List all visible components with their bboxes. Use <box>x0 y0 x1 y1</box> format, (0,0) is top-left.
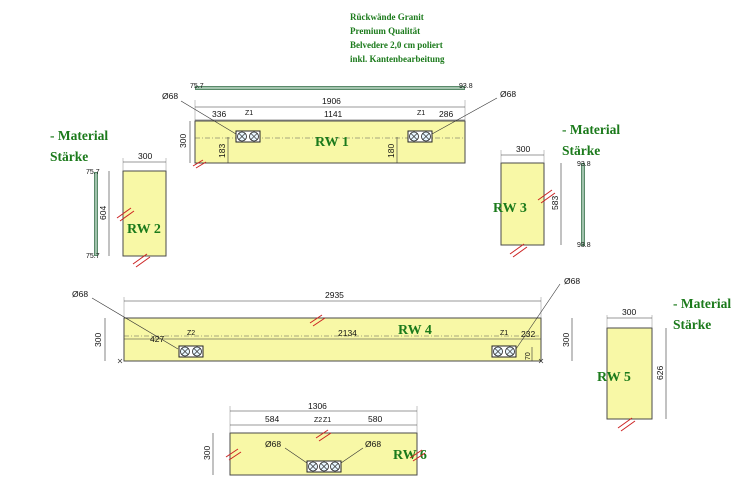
panel-rw5-label: RW 5 <box>597 370 631 385</box>
panel-rw1-left-hole: Ø68 <box>162 91 178 101</box>
panel-rw1-right-tag: Z1 <box>417 110 425 117</box>
panel-rw6-left-offset: 584 <box>265 414 279 424</box>
panel-rw3-hatch-bottom <box>509 243 528 258</box>
header-line-3: Belvedere 2,0 cm poliert <box>350 40 443 50</box>
panel-rw5: RW 5 300 626 <box>597 307 667 432</box>
panel-rw1-right-offset: 286 <box>439 109 453 119</box>
panel-rw4-height: 300 <box>93 333 103 347</box>
header-line-2: Premium Qualität <box>350 26 420 36</box>
edge-strip-left-bottom-value: 75.7 <box>86 253 100 260</box>
header-block: Rückwände Granit Premium Qualität Belved… <box>350 12 445 64</box>
panel-rw5-hatch <box>617 417 636 432</box>
header-line-4: inkl. Kantenbearbeitung <box>350 54 445 64</box>
panel-rw1-left-offset: 336 <box>212 109 226 119</box>
panel-rw6-socket <box>306 460 342 473</box>
edge-strip-left: 75.7 75.7 <box>86 169 100 260</box>
panel-rw6-hatch-right <box>409 449 426 462</box>
panel-rw5-body <box>606 327 653 420</box>
panel-rw2-height: 604 <box>98 206 108 220</box>
panel-rw6-tag-b: Z1 <box>323 417 331 424</box>
panel-rw3: RW 3 300 583 <box>493 144 562 258</box>
panel-rw3-width: 300 <box>516 144 530 154</box>
panel-rw4: RW 4 2935 427 2134 232 Z2 Z1 300 300 70 <box>72 276 580 364</box>
material-label-right-line2: Stärke <box>673 317 711 332</box>
panel-rw3-hatch-right <box>537 189 556 204</box>
material-label-left-line2: Stärke <box>50 149 88 164</box>
edge-strip-right-top-value: 93.8 <box>577 161 591 168</box>
panel-rw4-hatch <box>309 314 326 327</box>
edge-strip-right-bottom-value: 93.8 <box>577 242 591 249</box>
panel-rw3-label: RW 3 <box>493 201 527 216</box>
panel-rw6-right-offset: 580 <box>368 414 382 424</box>
panel-rw6-tag-a: Z2 <box>314 417 322 424</box>
edge-strip-right: 93.8 93.8 <box>577 161 591 249</box>
panel-rw1-left-tag: Z1 <box>245 110 253 117</box>
panel-rw6-hatch-top <box>315 429 332 442</box>
material-label-left-line1: - Material <box>50 128 108 143</box>
edge-strip-top: 75.7 93.8 <box>190 83 473 90</box>
material-label-right: - Material Stärke <box>673 296 731 332</box>
material-label-left: - Material Stärke <box>50 128 108 164</box>
panel-rw4-left-hole: Ø68 <box>72 289 88 299</box>
panel-rw1-width: 1906 <box>322 96 341 106</box>
panel-rw1-right-hole: Ø68 <box>500 89 516 99</box>
panel-rw1: RW 1 1906 336 1141 286 Z1 Z1 300 183 180 <box>162 89 516 169</box>
panel-rw1-height: 300 <box>178 134 188 148</box>
panel-rw4-right-socket <box>491 345 517 358</box>
panel-rw6-width: 1306 <box>308 401 327 411</box>
edge-strip-top-left-value: 75.7 <box>190 83 204 90</box>
panel-rw6-left-hole: Ø68 <box>265 439 281 449</box>
material-label-mid-line2: Stärke <box>562 143 600 158</box>
panel-rw1-hatch <box>192 159 207 169</box>
panel-rw4-height-right: 300 <box>561 333 571 347</box>
material-label-right-line1: - Material <box>673 296 731 311</box>
panel-rw4-label: RW 4 <box>398 323 432 338</box>
edge-strip-top-right-value: 93.8 <box>459 83 473 90</box>
panel-rw1-label: RW 1 <box>315 135 349 150</box>
panel-rw6-right-hole: Ø68 <box>365 439 381 449</box>
panel-rw2-hatch-bottom <box>132 253 151 268</box>
panel-rw4-right-tag: Z1 <box>500 330 508 337</box>
material-label-mid: - Material Stärke <box>562 122 620 158</box>
header-line-1: Rückwände Granit <box>350 12 424 22</box>
edge-strip-left-top-value: 75.7 <box>86 169 100 176</box>
material-label-mid-line1: - Material <box>562 122 620 137</box>
panel-rw4-width: 2935 <box>325 290 344 300</box>
panel-rw4-left-tag: Z2 <box>187 330 195 337</box>
panel-rw1-right-socket <box>407 130 433 143</box>
panel-rw1-right-socket-height: 180 <box>386 144 396 158</box>
panel-rw5-height: 626 <box>655 366 665 380</box>
panel-rw4-left-offset: 427 <box>150 334 164 344</box>
panel-rw5-width: 300 <box>622 307 636 317</box>
panel-rw3-height: 583 <box>550 196 560 210</box>
panel-rw4-middle: 2134 <box>338 328 357 338</box>
panel-rw1-middle: 1141 <box>324 109 343 119</box>
panel-rw4-right-hole: Ø68 <box>564 276 580 286</box>
panel-rw4-left-socket <box>178 345 204 358</box>
panel-rw3-body <box>500 162 545 246</box>
panel-rw4-corner-marks <box>117 358 544 364</box>
panel-rw6-hatch-left <box>225 448 242 461</box>
panel-rw2-body <box>122 170 167 257</box>
panel-rw1-left-socket-height: 183 <box>217 144 227 158</box>
panel-rw2-label: RW 2 <box>127 222 161 237</box>
panel-rw2-width: 300 <box>138 151 152 161</box>
panel-rw4-right-offset: 232 <box>521 329 535 339</box>
panel-rw2: RW 2 300 604 <box>98 151 167 268</box>
panel-rw1-left-socket <box>235 130 261 143</box>
panel-rw2-hatch-top <box>116 207 135 222</box>
panel-rw6-height: 300 <box>202 446 212 460</box>
panel-rw6-label: RW 6 <box>393 448 427 463</box>
panel-rw4-socket-height: 70 <box>525 352 532 360</box>
panel-rw6: RW 6 1306 584 580 Z2 Z1 300 Ø68 Ø68 <box>202 401 427 476</box>
